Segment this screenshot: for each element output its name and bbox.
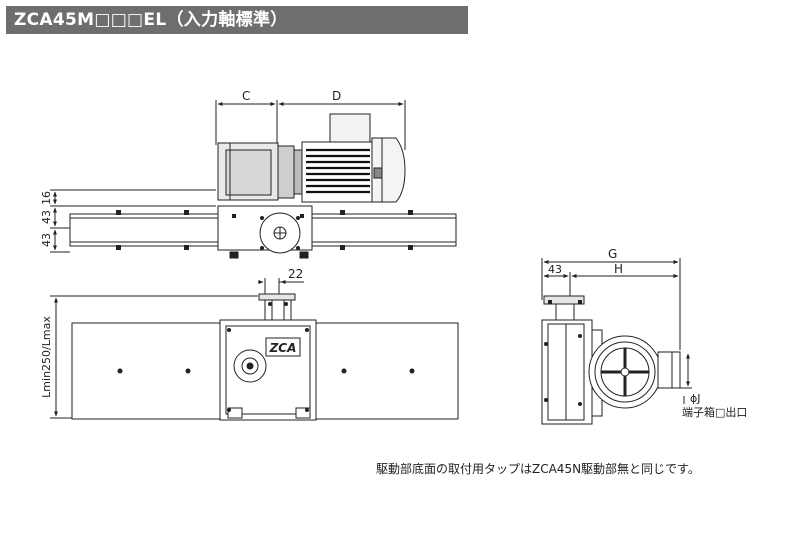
label-c: C — [242, 89, 250, 103]
label-d: D — [332, 89, 341, 103]
drawing-title: ZCA45M□□□EL（入力軸標準） — [6, 6, 468, 34]
end-view-bolts — [544, 300, 582, 406]
footnote: 駆動部底面の取付用タップはZCA45N駆動部無と同じです。 — [376, 462, 700, 476]
label-43-upper: 43 — [40, 210, 53, 224]
plan-view-bolts — [117, 302, 415, 412]
label-terminal-box: 端子箱□出口 — [682, 405, 747, 419]
plan-view — [50, 278, 459, 421]
label-h: H — [614, 262, 623, 276]
side-elevation-view — [50, 100, 457, 259]
carriage-logo: ZCA — [269, 341, 297, 355]
label-phi-j: ϕJ — [690, 392, 701, 405]
end-view — [541, 258, 692, 425]
label-43-lower: 43 — [40, 233, 53, 247]
label-lmin-lmax: Lmin250/Lmax — [40, 316, 53, 398]
label-43-end: 43 — [548, 263, 562, 276]
label-g: G — [608, 247, 617, 261]
label-22: 22 — [288, 267, 303, 281]
label-16: 16 — [40, 191, 53, 205]
rail-bolts-top — [116, 210, 413, 250]
